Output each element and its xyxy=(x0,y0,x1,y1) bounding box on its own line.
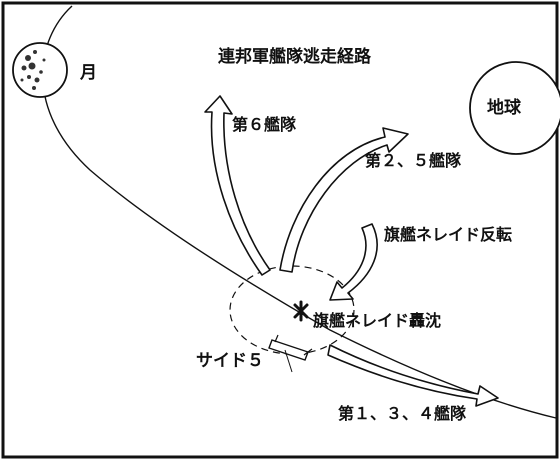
flagship-sunk-label: 旗艦ネレイド轟沈 xyxy=(313,311,441,330)
fleet-1-3-4-label: 第１、３、４艦隊 xyxy=(338,404,467,423)
side5-label: サイド５ xyxy=(196,351,264,371)
explosion-icon xyxy=(293,300,309,322)
flagship-turn-arrow xyxy=(329,223,378,301)
earth-label: 地球 xyxy=(487,97,522,118)
fleet-1-3-4-arrow xyxy=(327,344,499,407)
fleet-6-label: 第６艦隊 xyxy=(232,115,297,134)
earth xyxy=(469,61,560,155)
diagram-title: 連邦軍艦隊逃走経路 xyxy=(218,46,372,67)
fleet-2-5-label: 第２、５艦隊 xyxy=(365,151,462,170)
moon xyxy=(12,42,68,98)
moon-label: 月 xyxy=(79,63,97,83)
flagship-turn-label: 旗艦ネレイド反転 xyxy=(384,225,512,244)
fleet-6-arrow xyxy=(204,95,271,276)
fleet-2-5-arrow xyxy=(279,127,409,273)
side5-colony-icon xyxy=(268,334,313,373)
battle-zone-ellipse xyxy=(229,265,355,355)
